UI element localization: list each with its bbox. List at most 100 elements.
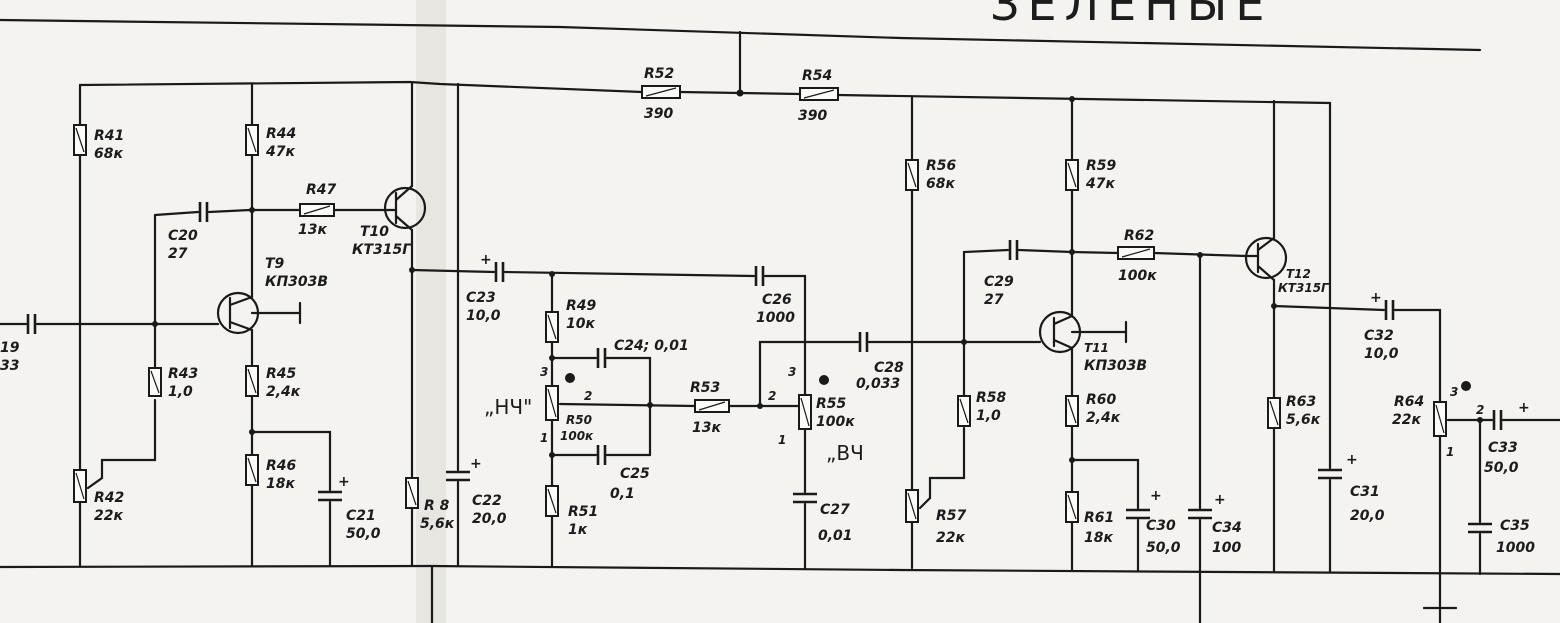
component-label: C33 bbox=[1488, 440, 1518, 456]
c21-capacitor: + C21 50,0 bbox=[318, 474, 381, 568]
component-label: 3 bbox=[540, 365, 548, 379]
r56-resistor: R56 68к bbox=[905, 95, 957, 492]
component-label: 50,0 bbox=[346, 526, 381, 542]
component-label: R59 bbox=[1086, 158, 1117, 174]
component-label: 50,0 bbox=[1484, 460, 1519, 476]
component-label: 18к bbox=[266, 476, 295, 492]
c29-capacitor: C29 27 bbox=[962, 240, 1074, 308]
r64-potentiometer: 3 2 1 R64 22к bbox=[1392, 381, 1494, 623]
component-label: C21 bbox=[346, 508, 376, 524]
component-label: R51 bbox=[568, 504, 598, 520]
component-label: C31 bbox=[1350, 484, 1380, 500]
component-label: 27 bbox=[984, 292, 1004, 308]
component-label: 1,0 bbox=[976, 408, 1001, 424]
component-label: 2 bbox=[768, 389, 776, 403]
component-label: T11 bbox=[1084, 341, 1109, 355]
c34-capacitor: + C34 100 bbox=[1188, 253, 1242, 623]
component-label: 100к bbox=[1118, 268, 1157, 284]
component-label: 1 bbox=[778, 433, 786, 447]
component-label: T10 bbox=[360, 224, 389, 240]
component-label: R49 bbox=[566, 298, 597, 314]
component-label: 1000 bbox=[1496, 540, 1535, 556]
component-label: 3 bbox=[1450, 385, 1458, 399]
component-label: R64 bbox=[1394, 394, 1424, 410]
component-label: C34 bbox=[1212, 520, 1242, 536]
r46-resistor: R46 18к bbox=[245, 454, 297, 568]
component-label: C20 bbox=[168, 228, 198, 244]
component-label: + bbox=[470, 456, 482, 472]
component-label: 2,4к bbox=[266, 384, 301, 400]
component-label: C24; 0,01 bbox=[614, 338, 689, 354]
r60-resistor: R60 2,4к bbox=[1065, 346, 1140, 510]
component-label: 10к bbox=[566, 316, 595, 332]
component-label: 3 bbox=[788, 365, 796, 379]
component-label: 33 bbox=[0, 358, 19, 374]
c30-capacitor: + C30 50,0 bbox=[1126, 488, 1181, 572]
r43-resistor: R43 1,0 bbox=[148, 213, 198, 400]
r54-resistor: R54 390 bbox=[798, 68, 839, 124]
component-label: 50,0 bbox=[1146, 540, 1181, 556]
component-label: 0,01 bbox=[818, 528, 853, 544]
component-label: 100к bbox=[816, 414, 855, 430]
component-label: 0,033 bbox=[856, 376, 900, 392]
component-label: 1000 bbox=[756, 310, 795, 326]
component-label: R44 bbox=[266, 126, 296, 142]
t12-npn-transistor: T12 КТ315Г bbox=[1244, 99, 1330, 308]
component-label: R57 bbox=[936, 508, 967, 524]
component-label: 47к bbox=[1085, 176, 1115, 192]
component-label: R46 bbox=[266, 458, 297, 474]
component-label: 0,1 bbox=[610, 486, 635, 502]
component-label: 20,0 bbox=[1350, 508, 1385, 524]
c32-capacitor: + C32 10,0 bbox=[1272, 290, 1442, 404]
component-label: C28 bbox=[874, 360, 904, 376]
r45-resistor: R45 2,4к bbox=[245, 328, 332, 492]
component-label: R58 bbox=[976, 390, 1007, 406]
component-label: 20,0 bbox=[472, 511, 507, 527]
component-label: C22 bbox=[472, 493, 502, 509]
component-label: 22к bbox=[94, 508, 123, 524]
component-label: + bbox=[1150, 488, 1162, 504]
component-label: R41 bbox=[94, 128, 124, 144]
r62-resistor: R62 100к bbox=[1070, 228, 1248, 284]
component-label: R42 bbox=[94, 490, 124, 506]
c33-capacitor: + C33 50,0 bbox=[1484, 400, 1560, 476]
component-label: R45 bbox=[266, 366, 297, 382]
paper-fold bbox=[416, 0, 446, 623]
component-label: R 8 bbox=[424, 498, 450, 514]
r51-resistor: R51 1к bbox=[545, 485, 598, 568]
component-label: 1к bbox=[568, 522, 588, 538]
component-label: 100к bbox=[560, 429, 594, 443]
c31-capacitor: + C31 20,0 bbox=[1318, 101, 1385, 574]
component-label: C26 bbox=[762, 292, 792, 308]
component-label: КТ315Г bbox=[352, 242, 412, 258]
r49-resistor: R49 10к bbox=[545, 271, 597, 388]
component-label: C25 bbox=[620, 466, 650, 482]
c22-capacitor: + C22 20,0 bbox=[430, 82, 507, 623]
component-label: + bbox=[480, 252, 492, 268]
component-label: R61 bbox=[1084, 510, 1114, 526]
component-label: R56 bbox=[926, 158, 957, 174]
component-label: 10,0 bbox=[1364, 346, 1399, 362]
t11-fet-transistor: T11 КП303В bbox=[1038, 310, 1147, 374]
component-label: 390 bbox=[644, 106, 673, 122]
c19-capacitor: 19 33 bbox=[0, 314, 220, 374]
component-label: + bbox=[1214, 492, 1226, 508]
component-label: 1,0 bbox=[168, 384, 193, 400]
r42-potentiometer: R42 22к bbox=[73, 398, 157, 568]
c26-capacitor: C26 1000 bbox=[754, 266, 807, 397]
component-label: 13к bbox=[298, 222, 327, 238]
component-label: R63 bbox=[1286, 394, 1316, 410]
component-label: C27 bbox=[820, 502, 850, 518]
component-label: T12 bbox=[1286, 267, 1311, 281]
component-label: R60 bbox=[1086, 392, 1117, 408]
component-label: 2 bbox=[584, 389, 592, 403]
component-label: 47к bbox=[265, 144, 295, 160]
component-label: C30 bbox=[1146, 518, 1176, 534]
component-label: C23 bbox=[466, 290, 496, 306]
top-border-line bbox=[0, 18, 1482, 52]
component-label: 5,6к bbox=[420, 516, 455, 532]
component-label: 1 bbox=[1446, 445, 1454, 459]
c20-capacitor: C20 27 bbox=[153, 202, 252, 262]
c28-capacitor: C28 0,033 bbox=[856, 332, 1042, 392]
